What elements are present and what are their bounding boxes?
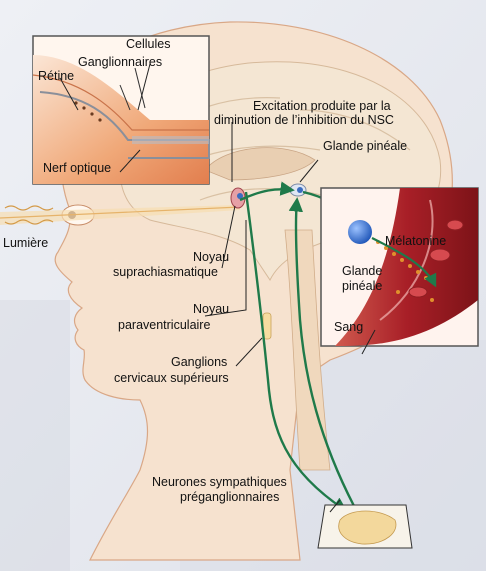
label-ganglions-2: cervicaux supérieurs — [114, 371, 229, 385]
label-sang: Sang — [334, 320, 363, 334]
label-noyau-1: Noyau — [193, 250, 229, 264]
label-melatonine: Mélatonine — [385, 234, 446, 248]
label-cellules-2: Ganglionnaires — [78, 55, 162, 69]
light-beam — [0, 205, 241, 225]
preganglionic-neurons-box — [317, 504, 413, 549]
label-noyau-2: suprachiasmatique — [113, 265, 218, 279]
label-lumiere: Lumière — [3, 236, 48, 250]
label-glande-inset-1: Glande — [342, 264, 382, 278]
label-cellules-1: Cellules — [126, 37, 170, 51]
spinal-cord — [284, 229, 331, 471]
retina-inset — [32, 35, 210, 185]
pineal-gland-inset — [348, 220, 372, 244]
label-glande-pineale-top: Glande pinéale — [323, 139, 407, 153]
label-paraventriculaire-1: Noyau — [193, 302, 229, 316]
pineal-dot — [297, 187, 303, 193]
scn-dot — [237, 193, 243, 199]
label-ganglions-1: Ganglions — [171, 355, 227, 369]
label-excitation-1: Excitation produite par la — [253, 99, 391, 113]
blood-vessel-inset — [320, 187, 479, 347]
label-nerf-optique: Nerf optique — [43, 161, 111, 175]
label-glande-inset-2: pinéale — [342, 279, 382, 293]
leader-lines — [59, 63, 376, 513]
label-neurones-2: préganglionnaires — [180, 490, 279, 504]
label-excitation-2: diminution de l’inhibition du NSC — [214, 113, 394, 127]
label-retine: Rétine — [38, 69, 74, 83]
label-neurones-1: Neurones sympathiques — [152, 475, 287, 489]
label-paraventriculaire-2: paraventriculaire — [118, 318, 210, 332]
